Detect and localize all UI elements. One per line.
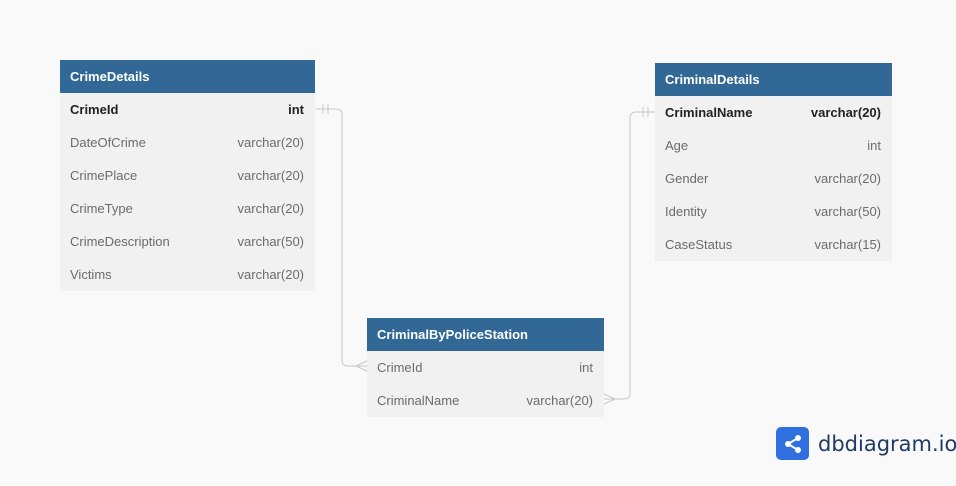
field-type: int xyxy=(579,360,593,375)
relation-crimeid xyxy=(316,104,368,372)
field-row[interactable]: CriminalName varchar(20) xyxy=(655,96,892,129)
table-criminal-details[interactable]: CriminalDetails CriminalName varchar(20)… xyxy=(655,63,892,261)
field-row[interactable]: CrimeDescription varchar(50) xyxy=(60,225,315,258)
field-name: CrimeId xyxy=(377,360,423,375)
field-row[interactable]: Gender varchar(20) xyxy=(655,162,892,195)
relation-criminalname xyxy=(603,107,655,405)
field-type: varchar(20) xyxy=(237,201,304,216)
table-crime-details[interactable]: CrimeDetails CrimeId int DateOfCrime var… xyxy=(60,60,315,291)
field-name: CrimeType xyxy=(70,201,133,216)
field-row[interactable]: Identity varchar(50) xyxy=(655,195,892,228)
field-row[interactable]: CrimeType varchar(20) xyxy=(60,192,315,225)
table-header[interactable]: CriminalByPoliceStation xyxy=(367,318,604,351)
field-type: varchar(15) xyxy=(814,237,881,252)
share-nodes-icon xyxy=(776,427,809,460)
field-row[interactable]: CriminalName varchar(20) xyxy=(367,384,604,417)
field-type: varchar(50) xyxy=(814,204,881,219)
field-row[interactable]: DateOfCrime varchar(20) xyxy=(60,126,315,159)
field-type: varchar(20) xyxy=(810,105,881,120)
field-type: int xyxy=(867,138,881,153)
field-type: varchar(50) xyxy=(237,234,304,249)
field-name: CrimeDescription xyxy=(70,234,170,249)
dbdiagram-logo[interactable]: dbdiagram.io xyxy=(776,427,956,460)
field-name: CrimePlace xyxy=(70,168,138,183)
field-name: Identity xyxy=(665,204,707,219)
field-name: Gender xyxy=(665,171,709,186)
field-row[interactable]: Age int xyxy=(655,129,892,162)
field-type: varchar(20) xyxy=(237,168,304,183)
field-row[interactable]: CaseStatus varchar(15) xyxy=(655,228,892,261)
field-name: CriminalName xyxy=(665,105,753,120)
field-type: int xyxy=(288,102,304,117)
field-name: Age xyxy=(665,138,689,153)
field-type: varchar(20) xyxy=(237,135,304,150)
field-name: CaseStatus xyxy=(665,237,733,252)
field-row[interactable]: Victims varchar(20) xyxy=(60,258,315,291)
table-header[interactable]: CrimeDetails xyxy=(60,60,315,93)
field-name: CrimeId xyxy=(70,102,119,117)
field-name: DateOfCrime xyxy=(70,135,146,150)
table-criminal-by-police-station[interactable]: CriminalByPoliceStation CrimeId int Crim… xyxy=(367,318,604,417)
logo-text: dbdiagram.io xyxy=(818,431,956,456)
field-name: CriminalName xyxy=(377,393,460,408)
field-row[interactable]: CrimeId int xyxy=(367,351,604,384)
table-header[interactable]: CriminalDetails xyxy=(655,63,892,96)
field-type: varchar(20) xyxy=(814,171,881,186)
field-row[interactable]: CrimePlace varchar(20) xyxy=(60,159,315,192)
field-name: Victims xyxy=(70,267,112,282)
field-type: varchar(20) xyxy=(237,267,304,282)
field-type: varchar(20) xyxy=(526,393,593,408)
field-row[interactable]: CrimeId int xyxy=(60,93,315,126)
